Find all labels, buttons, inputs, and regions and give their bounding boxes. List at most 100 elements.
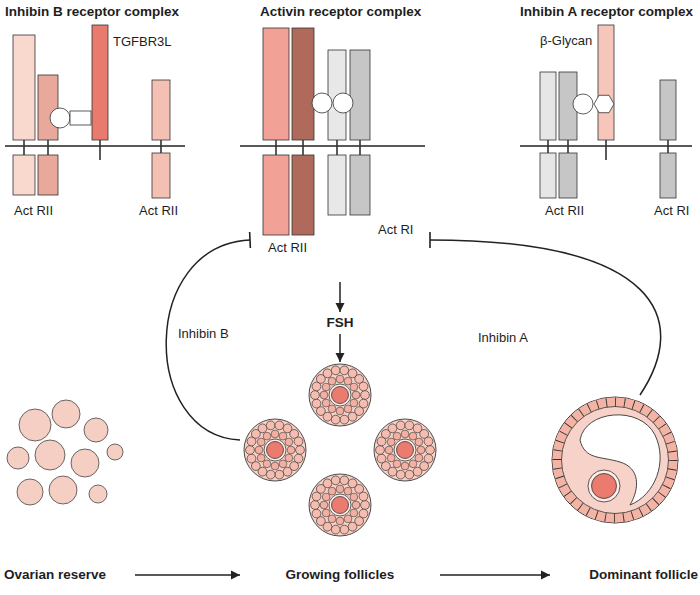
receptor-complex: Inhibin B receptor complexTGFBR3LAct RII… (0, 0, 200, 225)
activin-receptors (328, 155, 346, 215)
flow-arrow (339, 334, 341, 362)
primordial-follicles (52, 400, 80, 428)
stage-group: Ovarian reserve (0, 395, 135, 585)
node-label: Act RII (268, 240, 307, 255)
primordial-follicles (84, 418, 108, 442)
inhibition-bar (429, 232, 431, 248)
receptor-complex: Inhibin A receptor complex β-GlycanAct RI… (515, 0, 700, 225)
activin-receptors (263, 28, 289, 140)
inhibin-a-receptors (594, 95, 614, 112)
membrane-lines (5, 145, 185, 147)
inhibin-a-receptors (667, 140, 669, 153)
node-heading: Activin receptor complex (260, 4, 421, 19)
arrow-head (541, 570, 550, 579)
stage-group: Growing follicles (240, 362, 440, 585)
dominant-follicle (552, 397, 678, 523)
dominant-follicle (557, 402, 673, 518)
primordial-follicles (49, 476, 77, 504)
inhibin-a-receptors (660, 80, 676, 140)
membrane-lines (240, 145, 425, 147)
inhibin-a-receptors (540, 153, 556, 198)
flow-arrow (135, 574, 240, 576)
growing-follicles (244, 419, 306, 481)
node-label: Act RII (139, 203, 178, 218)
dominant-follicle (557, 402, 673, 518)
inhibin-b-receptors (50, 108, 70, 128)
primordial-follicles (19, 409, 51, 441)
membrane-lines (5, 145, 692, 147)
node-label: β-Glycan (540, 33, 592, 48)
node-heading: Dominant follicle (589, 567, 698, 582)
primordial-follicles (71, 449, 99, 477)
primordial-follicles (7, 400, 123, 505)
inhibin-b-receptors (13, 25, 170, 198)
inhibin-a-receptors (559, 153, 577, 198)
inhibin-a-receptors (547, 140, 549, 153)
primordial-follicles (107, 444, 123, 460)
activin-receptors (263, 28, 370, 235)
growing-follicles (309, 364, 371, 426)
node-heading: Growing follicles (240, 567, 440, 582)
activin-receptors (292, 155, 314, 235)
inhibition-curve (430, 240, 661, 395)
inhibin-b-receptors (152, 153, 170, 198)
node-label: Act RI (378, 222, 413, 237)
node-heading: Ovarian reserve (4, 567, 106, 582)
activin-receptors (312, 93, 332, 113)
inhibin-a-receptors (540, 25, 676, 198)
inhibin-b-receptors (99, 140, 101, 160)
dominant-follicle (588, 470, 620, 502)
inhibition-curve (166, 240, 250, 440)
arrow-head (336, 353, 345, 362)
growing-follicles (374, 419, 436, 481)
node-label: Act RII (14, 203, 53, 218)
inhibin-b-receptors (23, 140, 25, 155)
hormone-label: FSH (322, 312, 358, 334)
stage-group: Dominant follicle (550, 395, 700, 585)
primordial-follicles (89, 485, 107, 503)
dominant-follicle (580, 415, 660, 505)
activin-receptors (333, 93, 353, 113)
node-heading: Inhibin A receptor complex (520, 4, 693, 19)
growing-follicles (309, 474, 371, 536)
inhibin-b-receptors (47, 140, 49, 155)
primordial-follicles (17, 479, 43, 505)
inhibin-b-receptors (152, 80, 170, 140)
inhibition-bar (249, 232, 251, 248)
node-label: Act RI (654, 203, 689, 218)
dominant-follicle (552, 397, 678, 523)
inhibin-b-receptors (160, 140, 162, 153)
arrow-head (231, 570, 240, 579)
activin-receptors (336, 140, 338, 155)
inhibin-b-receptors (13, 35, 35, 140)
growing-follicles (244, 364, 436, 536)
node-heading: Inhibin B receptor complex (5, 4, 179, 19)
activin-receptors (275, 140, 277, 155)
node-heading: FSH (322, 315, 358, 330)
inhibin-b-receptors (13, 155, 35, 195)
flow-arrow (339, 282, 341, 312)
inhibin-b-receptors (92, 25, 108, 140)
edge-label: Inhibin A (478, 330, 528, 345)
inhibin-a-receptors (605, 140, 607, 160)
inhibin-b-receptors (38, 75, 58, 140)
inhibin-a-receptors (540, 72, 556, 140)
node-label: Act RII (545, 203, 584, 218)
activin-receptors (263, 155, 289, 235)
dominant-follicle (592, 474, 617, 499)
activin-receptors (302, 140, 304, 155)
activin-receptors (350, 50, 370, 140)
inhibin-b-receptors (38, 155, 58, 195)
inhibin-a-receptors (567, 140, 569, 153)
dominant-follicle (562, 407, 669, 514)
inhibin-a-receptors (598, 25, 614, 140)
activin-receptors (350, 155, 370, 215)
arrow-head (336, 303, 345, 312)
flow-arrow (440, 574, 550, 576)
receptor-complex: Activin receptor complexAct RII Act RI (250, 0, 430, 282)
primordial-follicles (35, 440, 65, 470)
